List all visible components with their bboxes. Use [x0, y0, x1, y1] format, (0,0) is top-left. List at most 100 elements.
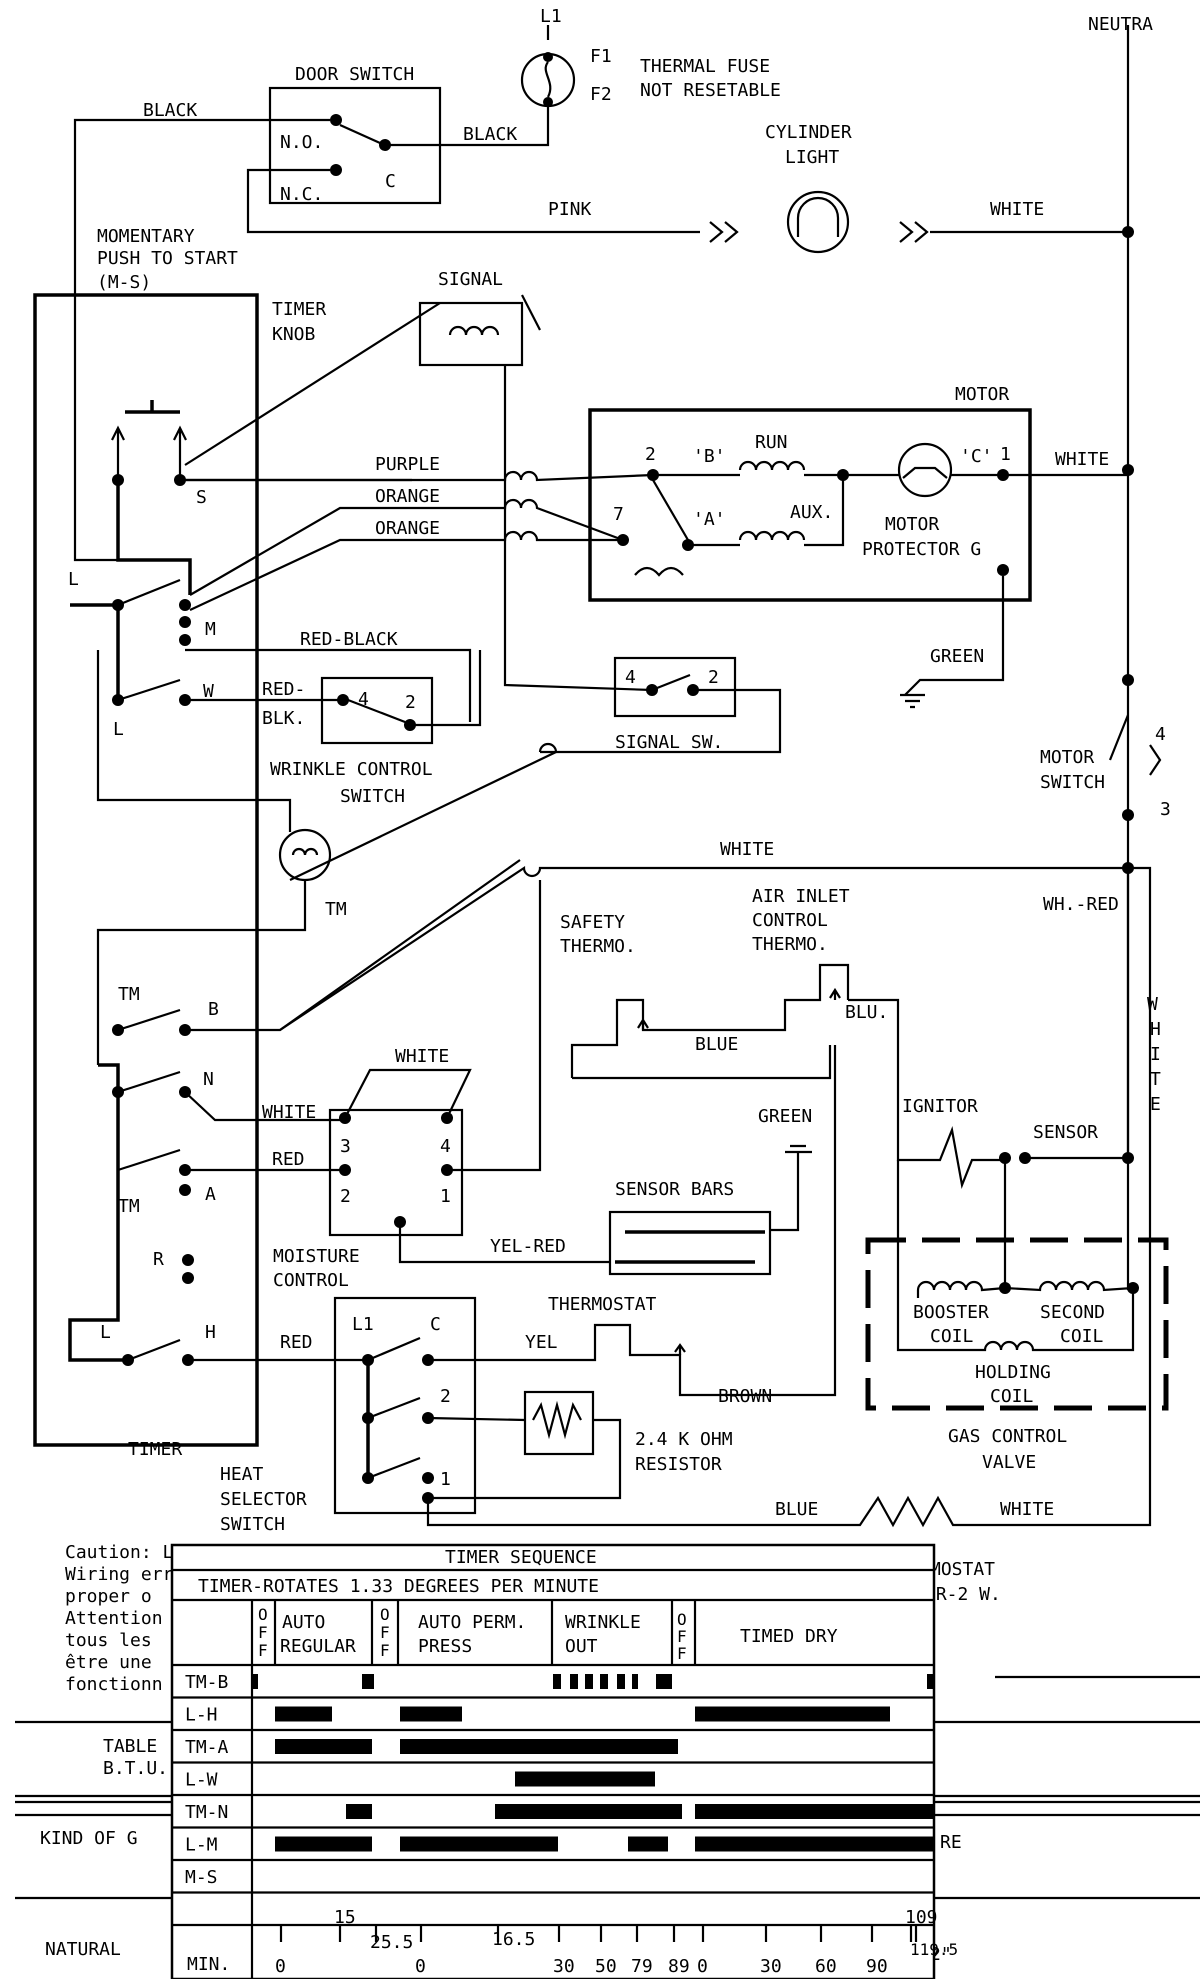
motor-c-label: 'C' — [960, 446, 993, 467]
orange-label-1: ORANGE — [375, 486, 440, 507]
sequence-bar-tm-b — [600, 1674, 608, 1689]
min-label: MIN. — [187, 1954, 230, 1975]
hs-2-label: 2 — [440, 1386, 451, 1407]
row-label-l-m: L-M — [185, 1835, 218, 1856]
green-motor-label: GREEN — [930, 646, 984, 667]
moisture-label-2: CONTROL — [273, 1270, 349, 1291]
row-label-tm-n: TM-N — [185, 1802, 228, 1823]
sequence-bar-l-w — [515, 1771, 655, 1787]
motor-a-label: 'A' — [693, 509, 726, 530]
l-top-label: L — [68, 569, 79, 590]
timer-sequence-subtitle: TIMER-ROTATES 1.33 DEGREES PER MINUTE — [198, 1576, 599, 1597]
tick-label: 119.5 — [910, 1940, 958, 1959]
gas-valve-label-2: VALVE — [982, 1452, 1036, 1473]
motor-7-label: 7 — [613, 504, 624, 525]
second-label-1: SECOND — [1040, 1302, 1105, 1323]
black-wire-label-2: BLACK — [463, 124, 517, 145]
sequence-bar-tm-b — [632, 1674, 638, 1689]
header-timed-dry: TIMED DRY — [740, 1626, 838, 1647]
timer-label: TIMER — [128, 1439, 182, 1460]
wrinkle-label-1: WRINKLE CONTROL — [270, 759, 433, 780]
f2-label: F2 — [590, 84, 612, 105]
white-mid-label: WHITE — [720, 839, 774, 860]
tick-label: 25.5 — [370, 1932, 413, 1953]
sequence-bar-tm-b — [617, 1674, 625, 1689]
sequence-bar-l-h — [695, 1706, 890, 1722]
tick-label: 15 — [334, 1907, 356, 1928]
white-vert-label-2: H — [1150, 1019, 1161, 1040]
blu-label: BLU. — [845, 1002, 888, 1023]
sequence-bar-tm-n — [346, 1804, 372, 1819]
l1-label: L1 — [540, 6, 562, 27]
air-inlet-label-2: CONTROL — [752, 910, 828, 931]
header-off-1-f1: F — [258, 1623, 268, 1642]
run-label: RUN — [755, 432, 788, 453]
sequence-bar-tm-b — [656, 1674, 672, 1689]
white-vert-label-4: T — [1150, 1069, 1161, 1090]
natural-label: NATURAL — [45, 1939, 121, 1960]
white-vert-label-3: I — [1150, 1044, 1161, 1065]
blue-bottom-label: BLUE — [775, 1499, 818, 1520]
sequence-bar-tm-b — [252, 1674, 258, 1689]
mc-4-label: 4 — [440, 1136, 451, 1157]
caution-line-2: Wiring err — [65, 1564, 174, 1585]
row-label-tm-a: TM-A — [185, 1737, 229, 1758]
mc-3-label: 3 — [340, 1136, 351, 1157]
sensor-label: SENSOR — [1033, 1122, 1098, 1143]
holding-label-2: COIL — [990, 1386, 1034, 1407]
green-sensor-label: GREEN — [758, 1106, 812, 1127]
motor-b-label: 'B' — [693, 446, 726, 467]
right-text-1: MOSTAT — [930, 1559, 995, 1580]
row-label-m-s: M-S — [185, 1867, 218, 1888]
sequence-bar-l-m — [400, 1836, 558, 1852]
cylinder-light-label-1: CYLINDER — [765, 122, 852, 143]
moisture-label-1: MOISTURE — [273, 1246, 360, 1267]
timer-knob-label-1: TIMER — [272, 299, 326, 320]
caution-line-7: fonctionn — [65, 1674, 163, 1695]
a-label: A — [205, 1184, 216, 1205]
signal-label: SIGNAL — [438, 269, 503, 290]
hs-1-label: 1 — [440, 1469, 451, 1490]
sequence-bar-tm-b — [585, 1674, 593, 1689]
b-label: B — [208, 999, 219, 1020]
header-wrinkle-1: WRINKLE — [565, 1612, 641, 1633]
table-label-2: B.T.U. — [103, 1758, 168, 1779]
sequence-bar-l-m — [275, 1836, 372, 1852]
s-label: S — [196, 487, 207, 508]
c-label: C — [385, 171, 396, 192]
resistor-label-2: RESISTOR — [635, 1454, 722, 1475]
caution-line-1: Caution: L — [65, 1542, 174, 1563]
hs-c-label: C — [430, 1314, 441, 1335]
header-auto-regular-2: REGULAR — [280, 1636, 356, 1657]
tick-label: 50 — [595, 1956, 617, 1977]
door-switch-label: DOOR SWITCH — [295, 64, 414, 85]
sequence-bar-l-h — [275, 1706, 332, 1722]
tick-label: 109 — [905, 1907, 938, 1928]
motor-2-label: 2 — [645, 444, 656, 465]
right-text-3: RE — [940, 1832, 962, 1853]
sequence-bar-tm-n — [495, 1804, 682, 1819]
sequence-bar-tm-b — [927, 1674, 934, 1689]
r-label: R — [153, 1249, 164, 1270]
sequence-bar-tm-a — [400, 1739, 678, 1754]
tick-label: 0 — [415, 1956, 426, 1977]
sequence-bar-tm-b — [570, 1674, 578, 1689]
header-off-3-o: O — [677, 1610, 687, 1629]
neutral-label: NEUTRA — [1088, 14, 1153, 35]
yel-red-label: YEL-RED — [490, 1236, 566, 1257]
tick-label: 90 — [866, 1956, 888, 1977]
row-label-l-h: L-H — [185, 1705, 218, 1726]
hs-l1-label: L1 — [352, 1314, 374, 1335]
white-bottom-label: WHITE — [1000, 1499, 1054, 1520]
tick-label: 30 — [760, 1956, 782, 1977]
header-off-3: O F F — [677, 1610, 687, 1663]
h-label: H — [205, 1322, 216, 1343]
left-caution-text: Caution: L Wiring err proper o Attention… — [15, 1542, 174, 1960]
thermostat-label: THERMOSTAT — [548, 1294, 657, 1315]
black-wire-label-1: BLACK — [143, 100, 197, 121]
aux-label: AUX. — [790, 502, 833, 523]
white-n-label: WHITE — [262, 1102, 316, 1123]
l-h-label: L — [100, 1322, 111, 1343]
right-cut-text: MOSTAT ER-2 W. RE 2" — [925, 1559, 1200, 1965]
ignitor-label: IGNITOR — [902, 1096, 978, 1117]
